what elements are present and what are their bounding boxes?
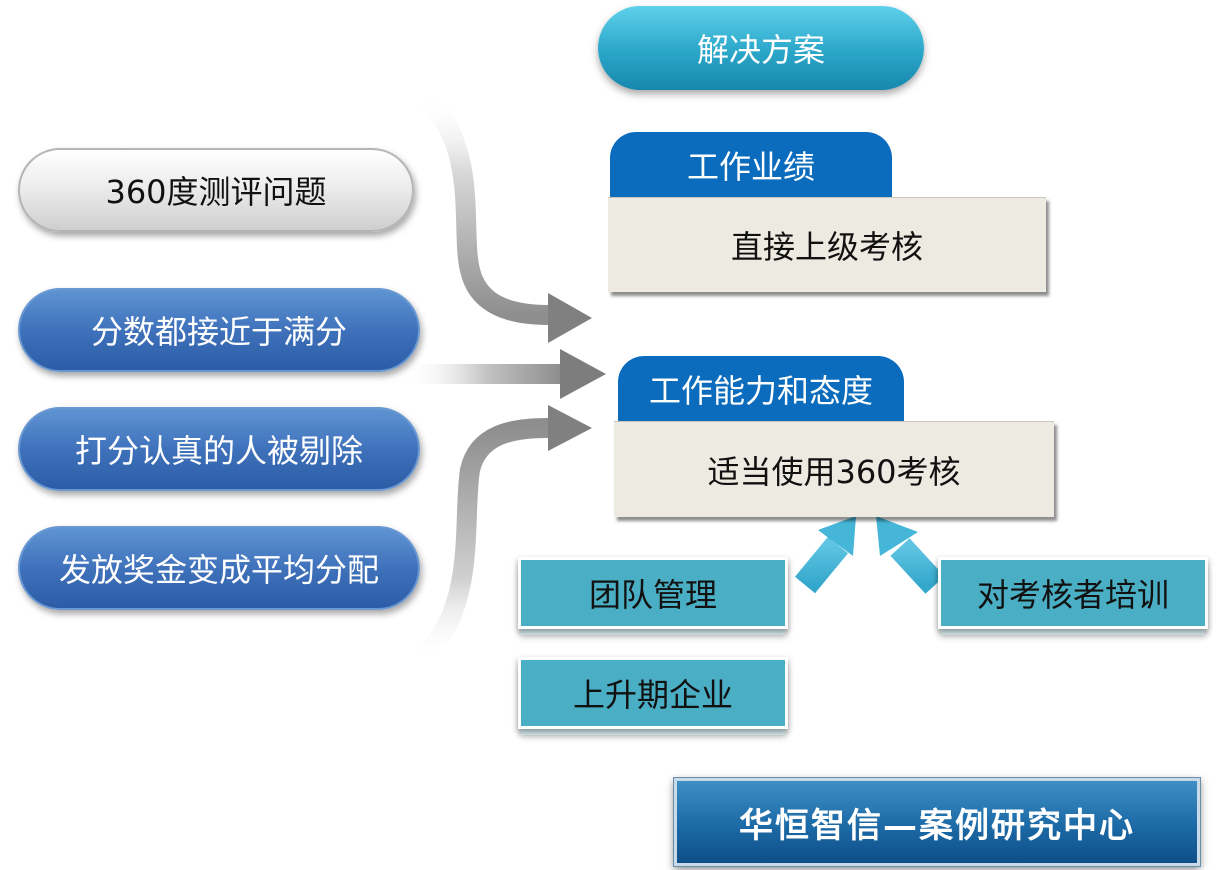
problem-header: 360度测评问题	[18, 148, 414, 232]
factor-growth-stage-company: 上升期企业	[518, 657, 788, 729]
solution-box-360-review: 适当使用360考核	[614, 421, 1054, 517]
solution-title: 解决方案	[598, 6, 924, 90]
middle-arrowhead	[560, 349, 606, 399]
solution-tab-ability-attitude: 工作能力和态度	[618, 356, 904, 422]
solution-box-supervisor-review: 直接上级考核	[608, 197, 1046, 292]
lower-arrowhead	[548, 405, 592, 451]
footer-banner: 华恒智信—案例研究中心	[673, 777, 1201, 867]
upper-arrowhead	[548, 293, 592, 343]
middle-arrow-shaft	[405, 364, 565, 384]
problem-item-equal-bonus: 发放奖金变成平均分配	[18, 526, 420, 610]
factor-rater-training: 对考核者培训	[938, 557, 1208, 629]
factor-team-management: 团队管理	[518, 557, 788, 629]
problem-item-high-scores: 分数都接近于满分	[18, 288, 420, 372]
team-to-solution-arrow	[794, 516, 856, 594]
solution-tab-performance: 工作业绩	[610, 132, 892, 198]
upper-curved-arrow	[417, 87, 549, 325]
training-to-solution-arrow	[876, 516, 945, 594]
lower-curved-arrow	[413, 418, 549, 668]
problem-item-serious-raters-removed: 打分认真的人被剔除	[18, 407, 420, 491]
